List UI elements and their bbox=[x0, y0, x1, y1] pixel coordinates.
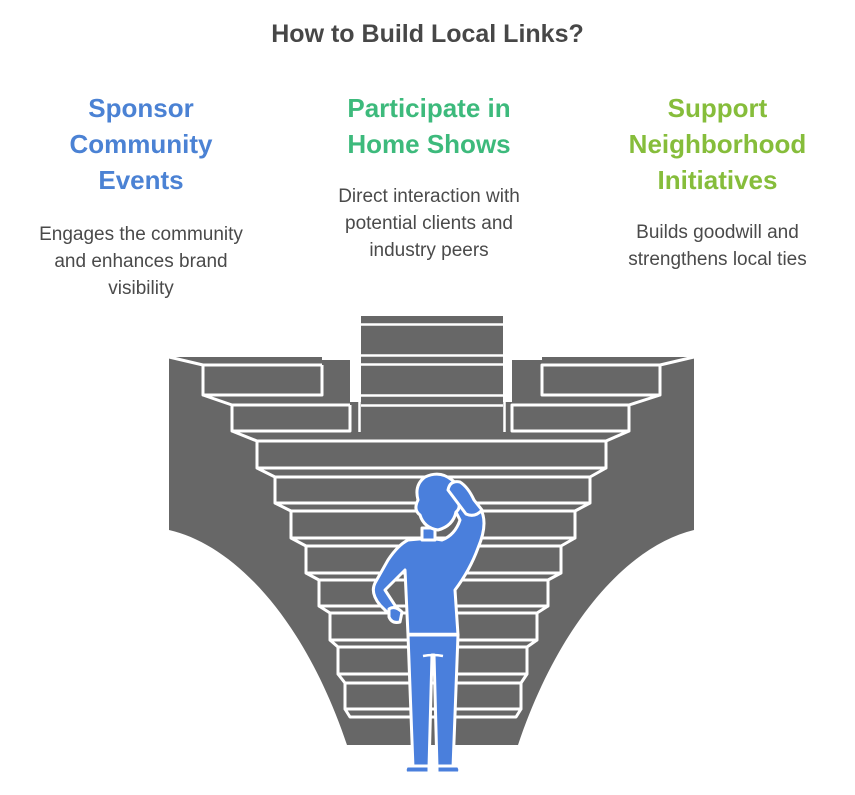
page-title: How to Build Local Links? bbox=[271, 20, 584, 48]
option-heading: Participate in Home Shows bbox=[347, 93, 511, 159]
option-sponsor-community-events: Sponsor Community Events Engages the com… bbox=[10, 90, 272, 302]
option-description: Engages the community and enhances brand… bbox=[39, 224, 243, 299]
option-description: Direct interaction with potential client… bbox=[338, 186, 520, 261]
option-heading: Support Neighborhood Initiatives bbox=[628, 93, 807, 195]
belt-line bbox=[408, 632, 458, 658]
person-thinking-icon bbox=[371, 472, 486, 775]
option-support-neighborhood-initiatives: Support Neighborhood Initiatives Builds … bbox=[590, 90, 845, 273]
option-participate-home-shows: Participate in Home Shows Direct interac… bbox=[298, 90, 560, 264]
option-heading: Sponsor Community Events bbox=[69, 93, 213, 195]
option-description: Builds goodwill and strengthens local ti… bbox=[628, 222, 807, 270]
